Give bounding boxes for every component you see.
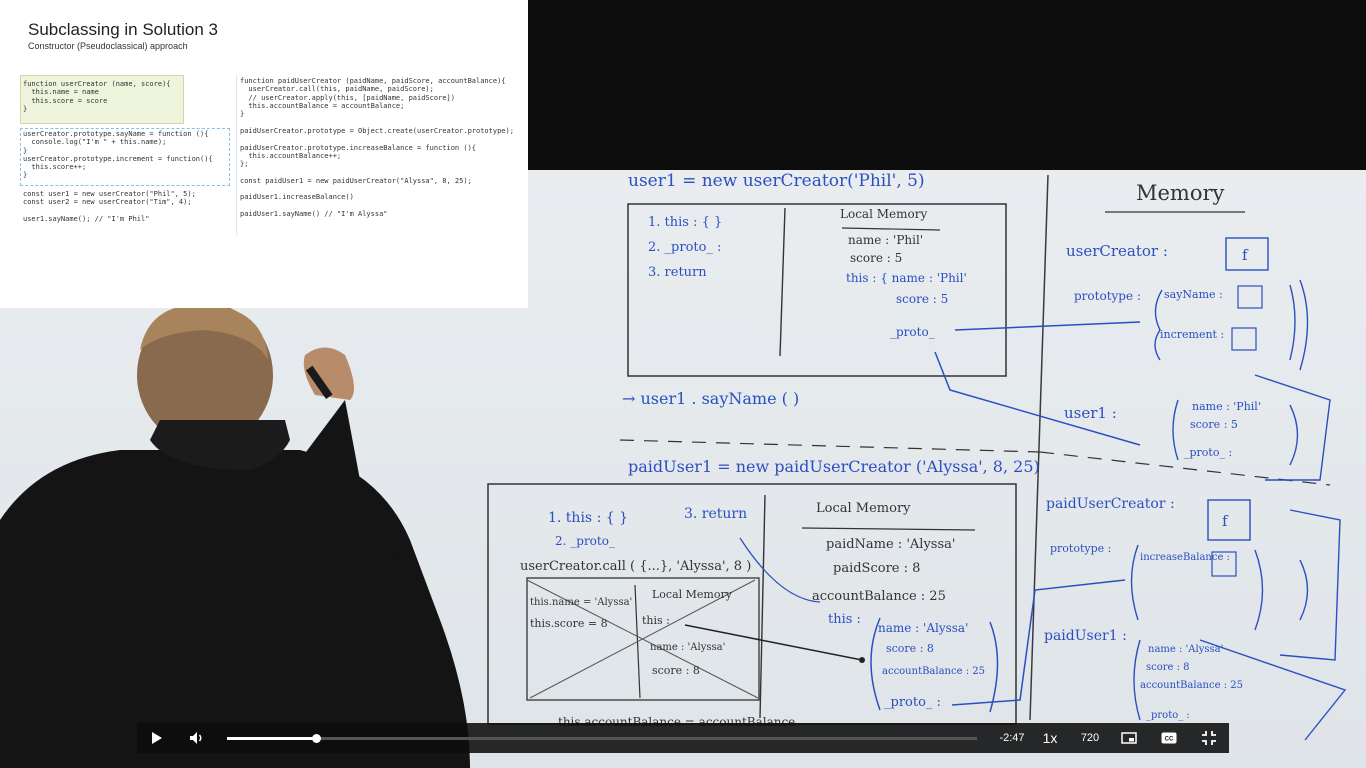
wb-mem-user1-line2: score : 5 — [1190, 418, 1238, 431]
wb-mem-user1-line3: _proto_ : — [1184, 446, 1232, 459]
wb-mem-increment: increment : — [1160, 328, 1224, 341]
wb-lm2-line5: name : 'Alyssa' — [878, 621, 968, 635]
wb-usercreator-call: userCreator.call ( {...}, 'Alyssa', 8 ) — [520, 559, 751, 574]
wb-mem-user1: user1 : — [1064, 404, 1117, 422]
closed-captions-icon: CC — [1161, 732, 1177, 744]
slide-title: Subclassing in Solution 3 — [28, 20, 218, 39]
code-paidusercreator: function paidUserCreator (paidName, paid… — [240, 77, 506, 119]
volume-button[interactable] — [185, 723, 209, 753]
code-divider — [236, 75, 237, 235]
svg-text:CC: CC — [1165, 737, 1174, 743]
picture-in-picture-button[interactable] — [1117, 723, 1141, 753]
wb-inner-lm-3: score : 8 — [652, 664, 700, 677]
wb-mem-f-2: f — [1222, 512, 1229, 530]
quality-button[interactable]: 720 — [1080, 732, 1100, 744]
wb-lm2-line7: accountBalance : 25 — [882, 666, 985, 677]
wb-lm1-line5: _proto_ — [890, 325, 935, 339]
time-remaining: -2:47 — [999, 732, 1025, 744]
wb-mem-sayname: sayName : — [1164, 288, 1223, 301]
wb-inner-lm: Local Memory — [652, 588, 733, 601]
exit-fullscreen-button[interactable] — [1197, 723, 1221, 753]
wb-box2-step1: 1. this : { } — [548, 510, 628, 526]
code-paiduser-prototype: paidUserCreator.prototype = Object.creat… — [240, 127, 514, 218]
wb-mem-paiduser1: paidUser1 : — [1044, 628, 1127, 644]
playback-speed-button[interactable]: 1x — [1042, 730, 1058, 746]
wb-mem-prototype: prototype : — [1074, 289, 1141, 303]
slide-overlay: Subclassing in Solution 3 Constructor (P… — [0, 0, 528, 308]
wb-mem-usercreator: userCreator : — [1066, 242, 1168, 260]
wb-lm2-line1: paidName : 'Alyssa' — [826, 537, 955, 552]
wb-lm2-line2: paidScore : 8 — [833, 561, 920, 576]
presenter — [0, 303, 470, 768]
wb-call-sayname: → user1 . sayName ( ) — [622, 389, 799, 408]
code-block-prototype — [20, 128, 230, 186]
wb-inner-lm-2: name : 'Alyssa' — [650, 642, 725, 653]
wb-box2-step2: 2. _proto_ — [555, 534, 615, 548]
wb-box2-step3: 3. return — [684, 506, 747, 522]
play-icon — [152, 732, 162, 744]
wb-lm1-line1: name : 'Phil' — [848, 233, 923, 247]
wb-local-memory-1: Local Memory — [840, 207, 927, 221]
wb-inner-left-2: this.score = 8 — [530, 617, 608, 630]
wb-inner-left-1: this.name = 'Alyssa' — [530, 597, 632, 608]
code-user-instances: const user1 = new userCreator("Phil", 5)… — [23, 190, 196, 223]
wb-mem-paidusercreator: paidUserCreator : — [1046, 496, 1175, 512]
closed-captions-button[interactable]: CC — [1157, 723, 1181, 753]
picture-in-picture-icon — [1121, 732, 1137, 744]
wb-lm1-line2: score : 5 — [850, 251, 902, 265]
wb-lm2-line8: _proto_ : — [884, 695, 941, 710]
slide-subtitle: Constructor (Pseudoclassical) approach — [28, 41, 188, 51]
progress-bar-fill — [227, 737, 316, 740]
wb-box1-step2: 2. _proto_ : — [648, 240, 721, 255]
wb-memory-title: Memory — [1136, 181, 1225, 205]
play-button[interactable] — [145, 723, 169, 753]
code-block-usercreator — [20, 75, 184, 124]
wb-local-memory-2: Local Memory — [816, 501, 911, 516]
code-prototype-methods: userCreator.prototype.sayName = function… — [23, 130, 213, 180]
wb-mem-prototype-2: prototype : — [1050, 542, 1111, 555]
progress-bar[interactable] — [227, 734, 977, 743]
wb-box1-step1: 1. this : { } — [648, 215, 722, 230]
wb-lm1-line3: this : { name : 'Phil' — [846, 271, 967, 285]
wb-mem-f-1: f — [1242, 246, 1249, 264]
wb-mem-increase-balance: increaseBalance : — [1140, 552, 1230, 563]
execution-context-box-2: 1. this : { } 2. _proto_ 3. return userC… — [487, 483, 1126, 729]
code-usercreator: function userCreator (name, score){ this… — [23, 80, 171, 113]
wb-inner-lm-1: this : — [642, 614, 670, 627]
volume-icon — [190, 732, 202, 744]
progress-handle[interactable] — [311, 734, 321, 743]
wb-mem-pu1-line1: name : 'Alyssa' — [1148, 644, 1223, 655]
wb-mem-pu1-line2: score : 8 — [1146, 662, 1190, 673]
wb-lm2-line4: this : — [828, 612, 861, 627]
exit-fullscreen-icon — [1202, 731, 1216, 745]
wb-lm1-line4: score : 5 — [896, 292, 948, 306]
wb-lm2-line6: score : 8 — [886, 642, 934, 655]
wb-mem-pu1-line3: accountBalance : 25 — [1140, 680, 1243, 691]
wb-mem-pu1-line4: _proto_ : — [1146, 710, 1190, 721]
execution-context-box-1: user1 = new userCreator('Phil', 5) 1. th… — [627, 171, 1007, 377]
wb-user1-line: user1 = new userCreator('Phil', 5) — [628, 171, 925, 191]
wb-paiduser-line: paidUser1 = new paidUserCreator ('Alyssa… — [628, 457, 1040, 476]
video-controls-bar: -2:47 1x 720 CC — [137, 723, 1229, 753]
wb-lm2-line3: accountBalance : 25 — [812, 589, 946, 604]
wb-box1-step3: 3. return — [648, 265, 707, 280]
memory-column: Memory userCreator : f prototype : sayNa… — [1044, 181, 1347, 741]
wb-mem-user1-line1: name : 'Phil' — [1192, 400, 1261, 413]
